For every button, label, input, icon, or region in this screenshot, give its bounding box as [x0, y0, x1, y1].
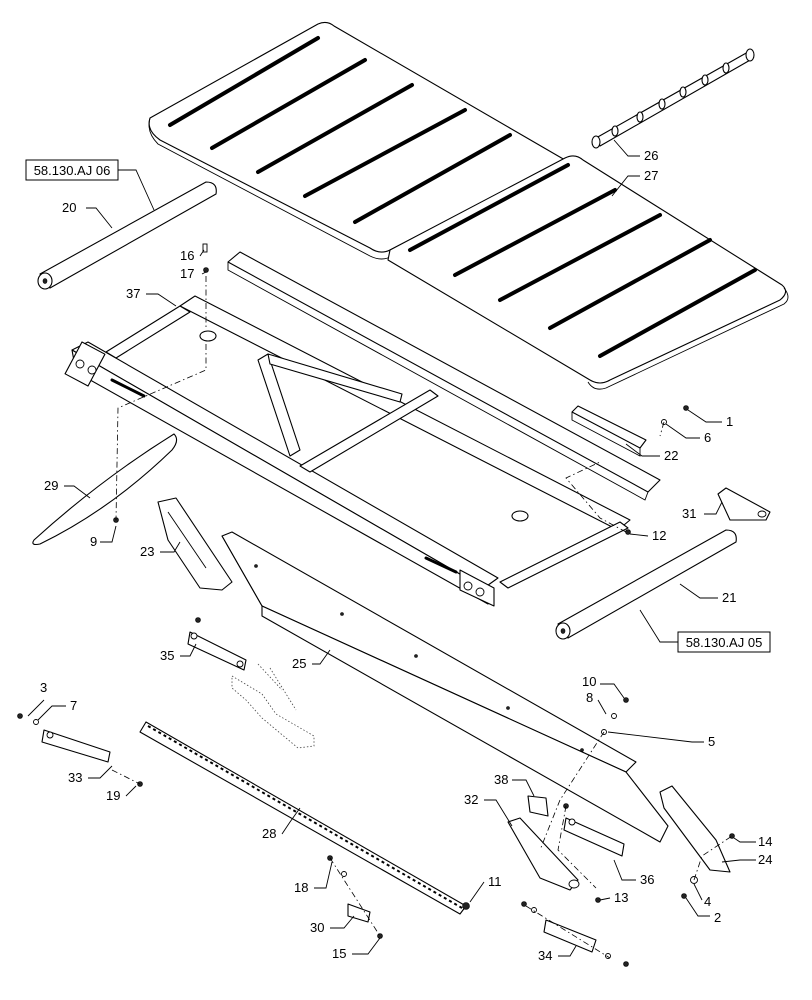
- callout-17: 17: [180, 266, 194, 281]
- phantom-lines: [111, 276, 733, 959]
- tensioner-bracket: [563, 817, 625, 857]
- callout-labels: 1 2 3 4 5 6 7 8 9 10 11 12 13 14 15 16 1…: [40, 148, 772, 963]
- drive-chain: [139, 721, 467, 915]
- side-guard-panel: [221, 531, 669, 843]
- callout-13: 13: [614, 890, 628, 905]
- callout-7: 7: [70, 698, 77, 713]
- callout-32: 32: [464, 792, 478, 807]
- right-end-plate: [659, 785, 731, 873]
- small-plate: [527, 795, 549, 817]
- callout-37: 37: [126, 286, 140, 301]
- callout-20: 20: [62, 200, 76, 215]
- roller-end-bracket: [717, 487, 771, 521]
- callout-29: 29: [44, 478, 58, 493]
- reference-box-lower[interactable]: 58.130.AJ 05: [677, 631, 771, 653]
- chain-guide-upper: [187, 631, 315, 749]
- callout-33: 33: [68, 770, 82, 785]
- side-bracket-strip: [571, 405, 647, 457]
- splice-shaft: [591, 48, 755, 149]
- belt-deck: [148, 21, 789, 390]
- callout-1: 1: [726, 414, 733, 429]
- callout-6: 6: [704, 430, 711, 445]
- callout-26: 26: [644, 148, 658, 163]
- callout-19: 19: [106, 788, 120, 803]
- callout-16: 16: [180, 248, 194, 263]
- reference-label-lower: 58.130.AJ 05: [686, 635, 763, 650]
- reference-box-upper[interactable]: 58.130.AJ 06: [25, 159, 119, 181]
- callout-3: 3: [40, 680, 47, 695]
- roller-upper: [37, 181, 217, 290]
- callout-22: 22: [664, 448, 678, 463]
- callout-5: 5: [708, 734, 715, 749]
- callout-21: 21: [722, 590, 736, 605]
- hardware: [17, 243, 735, 967]
- conveyor-frame: [64, 251, 661, 607]
- reference-label-upper: 58.130.AJ 06: [34, 163, 111, 178]
- callout-11: 11: [488, 874, 502, 889]
- callout-2: 2: [714, 910, 721, 925]
- callout-8: 8: [586, 690, 593, 705]
- chain-guide-lower: [543, 919, 597, 953]
- callout-leaders: [27, 139, 756, 957]
- callout-12: 12: [652, 528, 666, 543]
- chain-guide-left: [41, 729, 111, 763]
- callout-15: 15: [332, 946, 346, 961]
- callout-35: 35: [160, 648, 174, 663]
- callout-9: 9: [90, 534, 97, 549]
- callout-4: 4: [704, 894, 711, 909]
- callout-27: 27: [644, 168, 658, 183]
- callout-10: 10: [582, 674, 596, 689]
- callout-38: 38: [494, 772, 508, 787]
- roller-lower: [555, 529, 737, 640]
- callout-28: 28: [262, 826, 276, 841]
- tensioner-arm: [507, 817, 580, 891]
- callout-30: 30: [310, 920, 324, 935]
- callout-14: 14: [758, 834, 772, 849]
- scraper-blade: [32, 433, 178, 546]
- callout-24: 24: [758, 852, 772, 867]
- callout-31: 31: [682, 506, 696, 521]
- callout-34: 34: [538, 948, 552, 963]
- left-side-bracket: [157, 497, 233, 591]
- small-bracket: [347, 903, 371, 923]
- callout-18: 18: [294, 880, 308, 895]
- callout-25: 25: [292, 656, 306, 671]
- callout-36: 36: [640, 872, 654, 887]
- callout-23: 23: [140, 544, 154, 559]
